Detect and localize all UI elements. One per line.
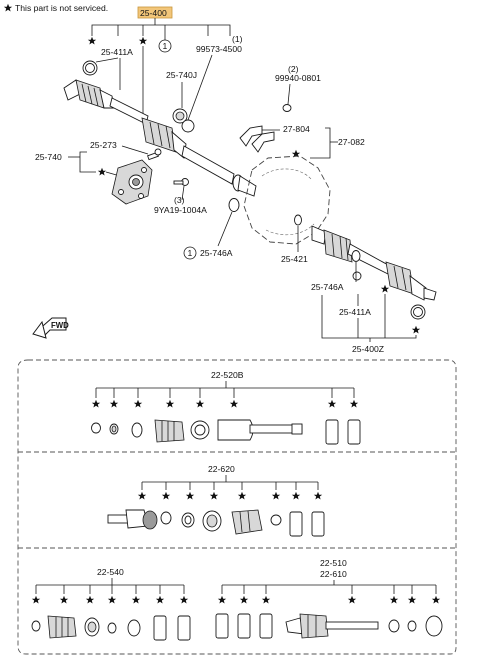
snap-ring-25-746a-right[interactable] (351, 250, 361, 262)
star-icon (133, 399, 143, 408)
kits-outline (17, 359, 457, 655)
left-driveshaft[interactable] (63, 79, 257, 197)
star-icon (165, 399, 175, 408)
star-icon (131, 595, 141, 604)
inner-boot (141, 117, 177, 153)
label-25-400[interactable]: 25-400 (140, 8, 167, 18)
star-icon (155, 595, 165, 604)
star-icon (380, 284, 390, 293)
label-99573-4500[interactable]: 99573-4500 (196, 44, 242, 54)
star-icon (91, 399, 101, 408)
fwd-arrow-icon: FWD (32, 317, 69, 339)
star-icon (195, 399, 205, 408)
transmission-case (243, 155, 331, 245)
bracket-clip-27-804[interactable] (239, 125, 275, 153)
kit-22-620[interactable]: 22-620 (107, 464, 325, 537)
star-icon (87, 36, 97, 45)
nut-99940-0801[interactable] (282, 104, 292, 112)
snap-ring-25-746a-left[interactable] (228, 198, 240, 212)
star-icon (209, 491, 219, 500)
circle-1-text: 1 (163, 41, 168, 51)
label-27-082[interactable]: 27-082 (338, 137, 365, 147)
label-25-740[interactable]: 25-740 (35, 152, 62, 162)
label-22-620[interactable]: 22-620 (208, 464, 235, 474)
star-icon (291, 491, 301, 500)
intermediate-shaft (181, 145, 235, 185)
bracket-27-082 (310, 127, 331, 159)
inner-boot-right (323, 229, 353, 263)
callout-circle-1 (158, 39, 172, 53)
label-27-804[interactable]: 27-804 (283, 124, 310, 134)
star-icon (349, 399, 359, 408)
label-25-411a[interactable]: 25-411A (101, 47, 133, 57)
callout-circle-1b (183, 246, 197, 260)
label-25-400z[interactable]: 25-400Z (352, 344, 384, 354)
star-icon (161, 491, 171, 500)
clip-right[interactable] (352, 271, 362, 281)
label-22-520b[interactable]: 22-520B (211, 370, 244, 380)
label-22-510[interactable]: 22-510 (320, 558, 347, 568)
star-icon (261, 595, 271, 604)
star-icon (185, 491, 195, 500)
star-icon (389, 595, 399, 604)
bracket-25-400z (321, 295, 417, 339)
kits-section: 22-520B (17, 359, 457, 655)
bolt-9ya19-1004a[interactable] (173, 178, 189, 186)
star-icon (347, 595, 357, 604)
star-icon (31, 595, 41, 604)
not-serviced-star-icon (3, 3, 13, 12)
star-icon (59, 595, 69, 604)
label-25-746a-right[interactable]: 25-746A (311, 282, 344, 292)
label-25-746a-left[interactable]: 25-746A (200, 248, 233, 258)
label-9ya19-1004a[interactable]: 9YA19-1004A (154, 205, 207, 215)
label-25-411a-right[interactable]: 25-411A (339, 307, 371, 317)
star-icon (237, 491, 247, 500)
star-icon (313, 491, 323, 500)
qty-3: (3) (174, 195, 185, 205)
star-icon (431, 595, 441, 604)
svg-text:1: 1 (188, 248, 193, 258)
star-icon (138, 36, 148, 45)
qty-2: (2) (288, 64, 299, 74)
bolt-25-273[interactable] (147, 148, 162, 161)
label-22-610[interactable]: 22-610 (320, 569, 347, 579)
star-icon (217, 595, 227, 604)
bracket-25-740 (79, 151, 96, 173)
star-icon (179, 595, 189, 604)
star-icon (407, 595, 417, 604)
seal-99573-4500[interactable] (181, 119, 195, 133)
qty-1-top: (1) (232, 34, 243, 44)
star-icon (229, 399, 239, 408)
star-icon (239, 595, 249, 604)
star-icon (85, 595, 95, 604)
fwd-text: FWD (51, 321, 69, 330)
snap-ring-25-421[interactable] (294, 214, 302, 226)
label-22-540[interactable]: 22-540 (97, 567, 124, 577)
kit-22-510-22-610[interactable]: 22-510 22-610 (215, 558, 443, 639)
main-exploded-view: 25-400 25-411A 1 (1) 99573-4500 25-740J (32, 6, 437, 354)
label-25-421[interactable]: 25-421 (281, 254, 308, 264)
star-icon (271, 491, 281, 500)
star-icon (97, 167, 107, 176)
bracket-25-400 (91, 24, 231, 36)
kit-22-520b[interactable]: 22-520B (91, 370, 361, 445)
star-icon (107, 595, 117, 604)
star-icon (411, 325, 421, 334)
label-25-740j[interactable]: 25-740J (166, 70, 197, 80)
star-icon (109, 399, 119, 408)
legend: This part is not serviced. (3, 3, 108, 13)
kit-22-540[interactable]: 22-540 (31, 567, 191, 641)
label-25-273[interactable]: 25-273 (90, 140, 117, 150)
star-icon (137, 491, 147, 500)
bearing-support-25-740[interactable] (111, 159, 153, 205)
star-icon (327, 399, 337, 408)
label-99940-0801[interactable]: 99940-0801 (275, 73, 321, 83)
legend-text: This part is not serviced. (15, 3, 108, 13)
